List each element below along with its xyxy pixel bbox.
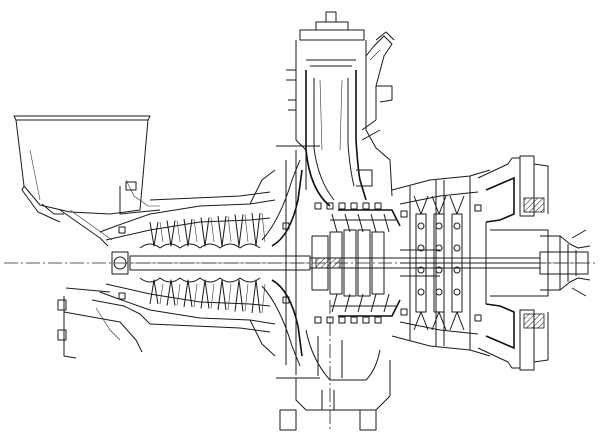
compressor-blade-upper [149,221,159,247]
flange-bolt [326,202,334,210]
compressor-blade-upper [200,217,210,247]
exhaust-duct [477,155,549,371]
disc-bolt [417,266,425,274]
compressor-blade-lower [183,279,193,308]
flange-bolt [118,292,126,300]
compressor-blade-upper [183,218,193,247]
flange-bolt [314,202,322,210]
stator-vane [210,217,215,309]
stator-vane [227,215,232,311]
compressor-blade-lower [234,279,244,312]
flange-bolt [338,202,346,210]
flange-bolt [374,316,382,324]
flange-bolt [350,316,358,324]
stator-vane [193,218,198,308]
power-turbine [391,169,491,357]
flange-bolt [474,314,482,322]
axial-compressor-upper-casing [99,169,276,241]
power-turbine-blade [449,195,465,331]
flange-bolt [338,316,346,324]
gg-turbine-blade [357,213,364,313]
compressor-blade-lower [166,279,176,306]
compressor-blade-upper [251,212,261,247]
flange-bolt [350,202,358,210]
inlet-hopper [13,115,151,247]
compressor-blade-upper [217,215,227,247]
combustor-can [286,11,393,207]
combustor-lower-housing [279,300,391,431]
flange-bolt [326,316,334,324]
stator-vane [176,220,181,306]
flange-bolt [374,202,382,210]
flange-bolt [474,204,482,212]
flange-bolt [362,202,370,210]
flange-bolt [400,308,408,316]
compressor-blade-upper [234,214,244,247]
disc-bolt [453,244,461,252]
gg-turbine-blade [370,213,377,313]
disc-bolt [453,222,461,230]
inlet-lower-casing [57,287,151,359]
disc-bolt [417,288,425,296]
centrifugal-compressor [261,145,320,379]
disc-bolt [417,222,425,230]
power-turbine-blade [413,195,429,331]
disc-bolt [435,222,443,230]
gg-turbine-blade [344,213,351,313]
flange-bolt [282,296,290,304]
bleed-duct [365,31,395,120]
disc-bolt [453,266,461,274]
disc-bolt [417,244,425,252]
compressor-blade-lower [217,279,227,311]
disc-bolt [435,288,443,296]
compressor-blade-lower [251,279,261,314]
flange-bolt [400,210,408,218]
compressor-blade-upper [166,220,176,247]
flange-bolt [118,226,126,234]
gg-turbine-blade [331,213,338,313]
flange-bolt [282,222,290,230]
flange-bolt [314,316,322,324]
compressor-blade-lower [200,279,210,309]
axial-compressor-blades [149,212,266,314]
gg-turbine-blade [383,213,390,313]
disc-bolt [453,288,461,296]
stator-vane [244,214,249,312]
axial-compressor-lower-casing [99,283,276,357]
compressor-blade-lower [149,279,159,305]
compressor-rotor [111,243,311,283]
flange-bolt [362,316,370,324]
output-shaft-housing [539,229,591,297]
stator-vane [159,221,164,305]
fasteners [118,202,482,324]
